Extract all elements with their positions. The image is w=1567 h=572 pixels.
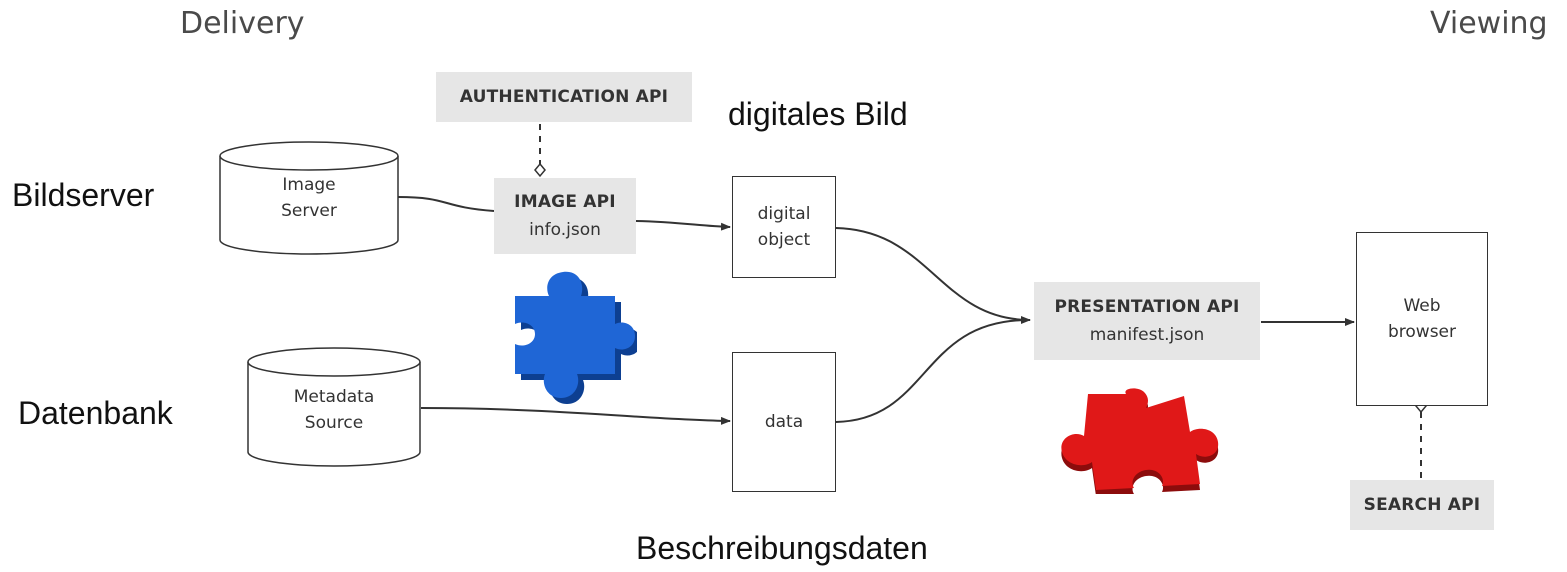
web-browser-box: Web browser (1356, 232, 1488, 406)
digital-object-box: digital object (732, 176, 836, 278)
puzzle-piece-icon (515, 271, 637, 404)
presentation-api-box: PRESENTATION API manifest.json (1034, 282, 1260, 360)
delivery-heading: Delivery (180, 6, 305, 41)
image-server-cylinder (219, 141, 399, 255)
digitales-bild-annotation: digitales Bild (728, 96, 908, 132)
puzzle-piece-icon (1061, 388, 1219, 494)
digitalobject-to-presentation-arrow (835, 227, 1031, 324)
data-box: data (732, 352, 836, 492)
beschreibungsdaten-annotation: Beschreibungsdaten (636, 530, 928, 566)
image-api-title: IMAGE API (514, 192, 616, 212)
viewing-heading: Viewing (1430, 6, 1548, 41)
image-api-box: IMAGE API info.json (494, 178, 636, 254)
data-to-presentation-arrow (835, 319, 1029, 423)
metadata-source-label: Metadata Source (293, 387, 375, 433)
presentation-api-title: PRESENTATION API (1054, 297, 1240, 317)
imageserver-to-imageapi-connector (397, 196, 495, 212)
image-api-sub: info.json (529, 220, 601, 240)
auth-connector-diamond (534, 162, 546, 178)
bildserver-label: Bildserver (12, 177, 155, 213)
image-server-label: Image Server (281, 175, 337, 221)
metadata-source-cylinder (247, 347, 421, 467)
search-api-box: SEARCH API (1350, 480, 1494, 530)
authentication-api-title: AUTHENTICATION API (459, 87, 669, 107)
search-api-title: SEARCH API (1363, 495, 1481, 515)
metadata-to-data-arrow (420, 407, 731, 425)
datenbank-label: Datenbank (18, 395, 173, 431)
presentation-api-sub: manifest.json (1089, 325, 1205, 345)
imageapi-to-digitalobject-arrow (635, 220, 731, 231)
authentication-api-box: AUTHENTICATION API (436, 72, 692, 122)
